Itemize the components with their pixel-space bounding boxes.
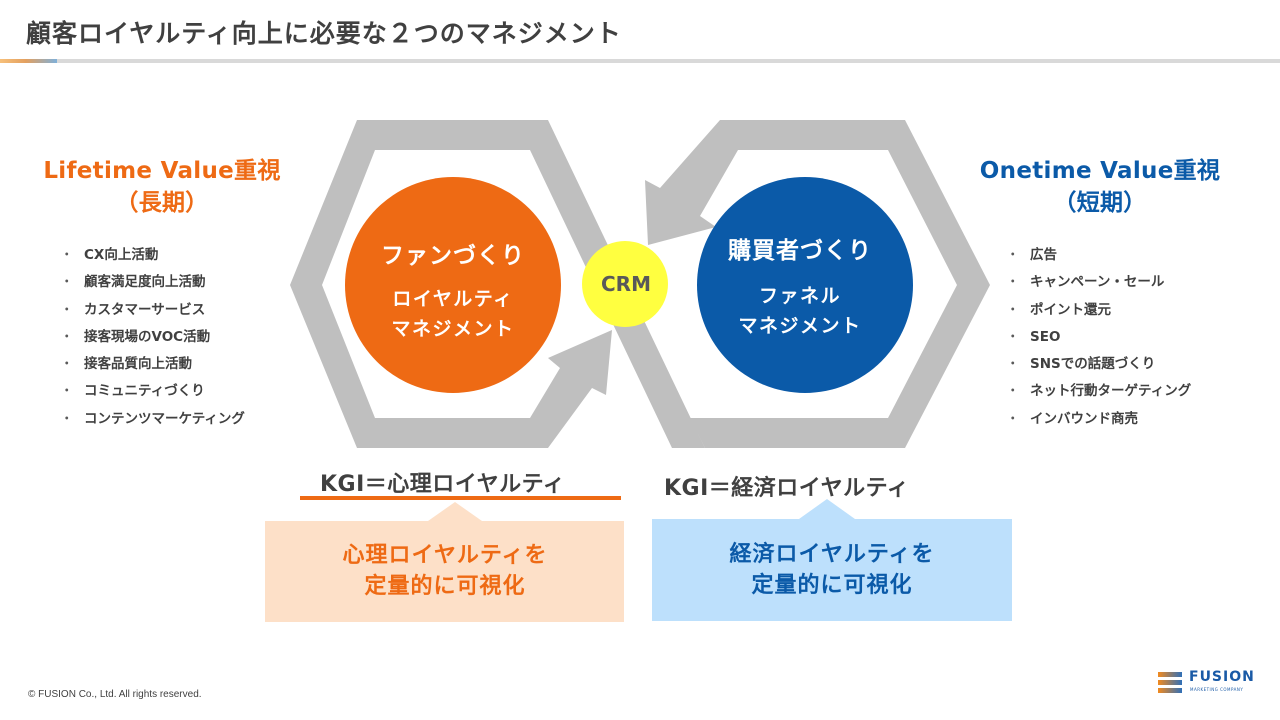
callout-left-text: 心理ロイヤルティを 定量的に可視化: [342, 543, 548, 599]
fusion-logo: FUSION MARKETING COMPANY: [1158, 669, 1258, 695]
right-circle-line2: マネジメント: [738, 315, 862, 337]
kgi-left: KGI＝心理ロイヤルティ: [320, 472, 566, 497]
left-circle-line2: マネジメント: [391, 318, 515, 340]
list-item: ・ポイント還元: [1006, 301, 1111, 318]
left-circle-label: ファンづくり ロイヤルティ マネジメント: [353, 236, 553, 344]
list-item: ・CX向上活動: [60, 247, 159, 263]
list-item: ・カスタマーサービス: [60, 301, 206, 318]
logo-bar-icon: [1158, 672, 1182, 677]
right-circle: [697, 177, 913, 393]
callout-right-box: [652, 499, 1012, 621]
callout-right-text: 経済ロイヤルティを 定量的に可視化: [729, 542, 935, 598]
left-heading-term: （長期）: [115, 190, 209, 216]
list-item: ・コミュニティづくり: [60, 383, 205, 400]
left-hexagon-band: [290, 120, 705, 448]
kgi-left-underline: [300, 496, 621, 500]
left-circle: [345, 177, 561, 393]
title-divider-accent: [0, 59, 57, 63]
logo-wordmark: FUSION: [1189, 669, 1255, 685]
list-item: ・接客現場のVOC活動: [60, 328, 211, 345]
right-heading: Onetime Value重視 （短期）: [950, 155, 1250, 219]
list-item: ・インバウンド商売: [1006, 410, 1138, 427]
list-item: ・広告: [1006, 247, 1057, 263]
right-circle-title: 購買者づくり: [728, 238, 872, 264]
left-heading-title: Lifetime Value重視: [43, 158, 281, 184]
right-circle-line1: ファネル: [758, 285, 841, 307]
logo-bar-icon: [1158, 688, 1182, 693]
list-item: ・接客品質向上活動: [60, 356, 192, 373]
right-bullet-list: ・広告 ・キャンペーン・セール ・ポイント還元 ・SEO ・SNSでの話題づくり…: [1006, 242, 1191, 433]
left-heading: Lifetime Value重視 （長期）: [12, 155, 312, 219]
right-heading-term: （短期）: [1053, 190, 1147, 216]
logo-bar-icon: [1158, 680, 1182, 685]
list-item: ・顧客満足度向上活動: [60, 274, 206, 291]
crm-label: CRM: [601, 272, 651, 296]
right-circle-label: 購買者づくり ファネル マネジメント: [700, 231, 900, 341]
right-heading-title: Onetime Value重視: [979, 158, 1221, 184]
left-circle-title: ファンづくり: [381, 243, 525, 269]
copyright-text: © FUSION Co., Ltd. All rights reserved.: [28, 689, 202, 700]
list-item: ・コンテンツマーケティング: [60, 410, 245, 427]
left-bullet-list: ・CX向上活動 ・顧客満足度向上活動 ・カスタマーサービス ・接客現場のVOC活…: [60, 242, 245, 433]
logo-tagline: MARKETING COMPANY: [1190, 687, 1244, 692]
list-item: ・ネット行動ターゲティング: [1006, 383, 1192, 400]
title-divider: [0, 59, 1280, 63]
list-item: ・SEO: [1006, 328, 1061, 345]
kgi-right: KGI＝経済ロイヤルティ: [664, 476, 910, 501]
callout-left-box: [265, 502, 624, 622]
slide-title: 顧客ロイヤルティ向上に必要な２つのマネジメント: [26, 19, 622, 48]
crm-circle: [582, 241, 668, 327]
left-circle-line1: ロイヤルティ: [392, 288, 514, 310]
list-item: ・SNSでの話題づくり: [1006, 356, 1156, 373]
list-item: ・キャンペーン・セール: [1006, 274, 1165, 291]
